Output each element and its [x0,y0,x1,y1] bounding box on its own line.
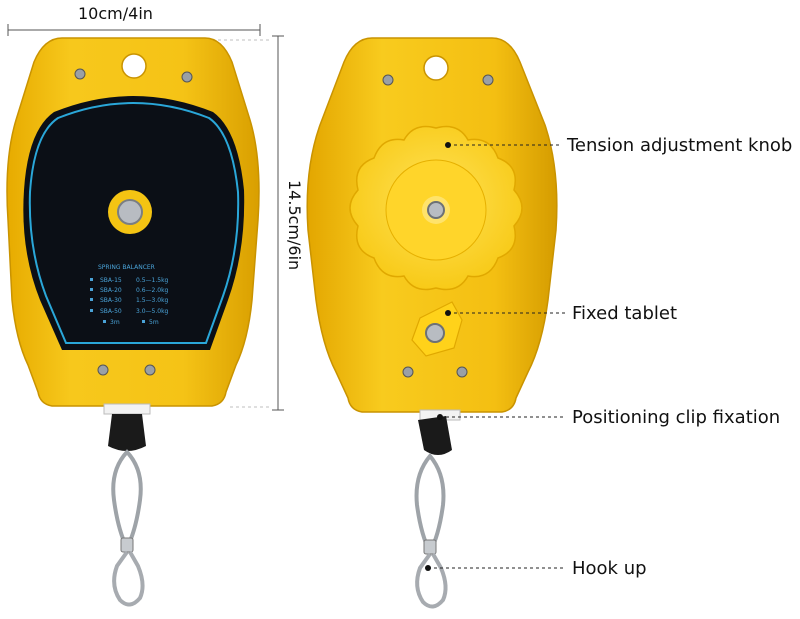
model-list: SBA-15 0.5—1.5kg SBA-20 0.6—2.0kg SBA-30… [90,277,169,326]
snap-hook-icon [415,552,448,609]
width-label: 10cm/4in [78,4,153,23]
back-unit [306,37,558,609]
height-label: 14.5cm/6in [285,180,304,271]
mounting-hole [423,55,449,81]
cable-outlet [103,403,151,415]
width-dimension [7,24,261,36]
screw-icon [97,364,156,376]
snap-hook-icon [112,550,145,607]
crimp-sleeve [120,537,134,553]
model-range: 0.6—2.0kg [136,287,169,294]
model-name: SBA-15 [100,277,122,284]
model-range: 0.5—1.5kg [136,277,169,284]
model-name: SBA-50 [100,308,122,315]
model-name: SBA-20 [100,287,122,294]
length-option: 5m [149,319,159,326]
front-unit: SPRING BALANCER SBA-15 0.5—1.5kg SBA-20 … [6,37,260,607]
rubber-stopper [108,414,146,451]
callout-tension-knob: Tension adjustment knob [567,135,793,156]
crimp-sleeve [423,539,437,555]
model-name: SBA-30 [100,297,122,304]
knob-bolt-icon [427,201,445,219]
screw-icon [382,74,494,378]
wire-loop [414,452,446,557]
tension-knob [349,125,523,291]
callout-fixed-tablet: Fixed tablet [572,303,678,324]
callout-hook: Hook up [572,558,647,579]
model-range: 3.0—5.0kg [136,308,169,315]
panel-ring [28,102,240,344]
callout-positioning-clip: Positioning clip fixation [572,407,781,428]
rubber-stopper [418,416,452,455]
height-dimension [170,35,284,411]
length-option: 3m [110,319,120,326]
center-bolt-icon [117,199,143,225]
mounting-hole [121,53,147,79]
callout-leaders [425,142,566,571]
model-range: 1.5—3.0kg [136,297,169,304]
wire-loop [111,449,143,553]
screw-icon [74,68,193,83]
panel-title: SPRING BALANCER [98,264,155,271]
